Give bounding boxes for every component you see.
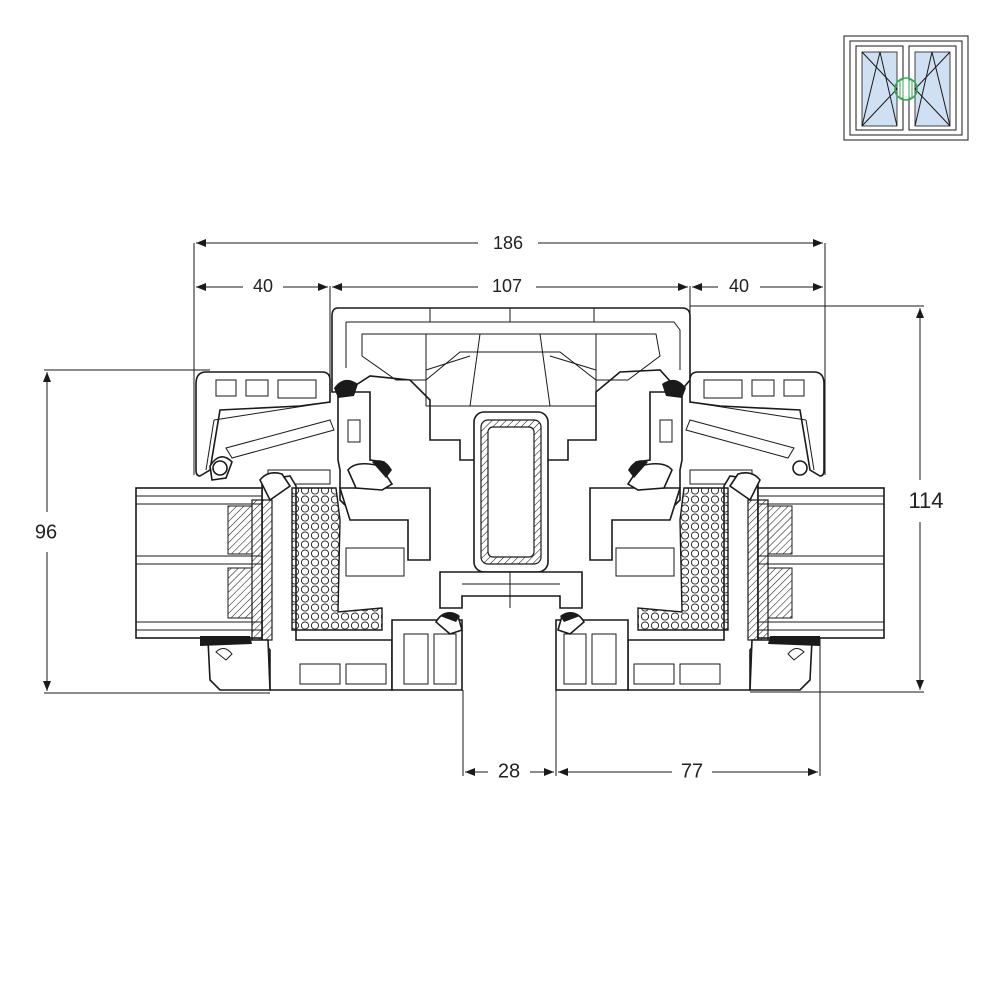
dim-gap: 28 — [498, 760, 520, 782]
dim-left-frame: 40 — [253, 276, 273, 296]
right-glass-pane — [914, 51, 951, 127]
handle-marker-icon — [894, 77, 918, 101]
dim-sash: 77 — [681, 760, 703, 782]
double-casement-window-icon — [843, 35, 969, 141]
dim-total-width: 186 — [493, 233, 523, 253]
right-glazing-unit — [728, 472, 885, 691]
left-glazing-unit — [135, 472, 292, 691]
left-glass-pane — [861, 51, 898, 127]
dim-mullion: 107 — [492, 276, 522, 296]
dim-left-height: 96 — [35, 521, 57, 543]
dim-right-frame: 40 — [729, 276, 749, 296]
left-sash-profile — [261, 460, 463, 691]
dim-right-height: 114 — [908, 488, 943, 513]
right-sash-profile — [555, 460, 759, 691]
mullion-profile — [331, 307, 691, 609]
